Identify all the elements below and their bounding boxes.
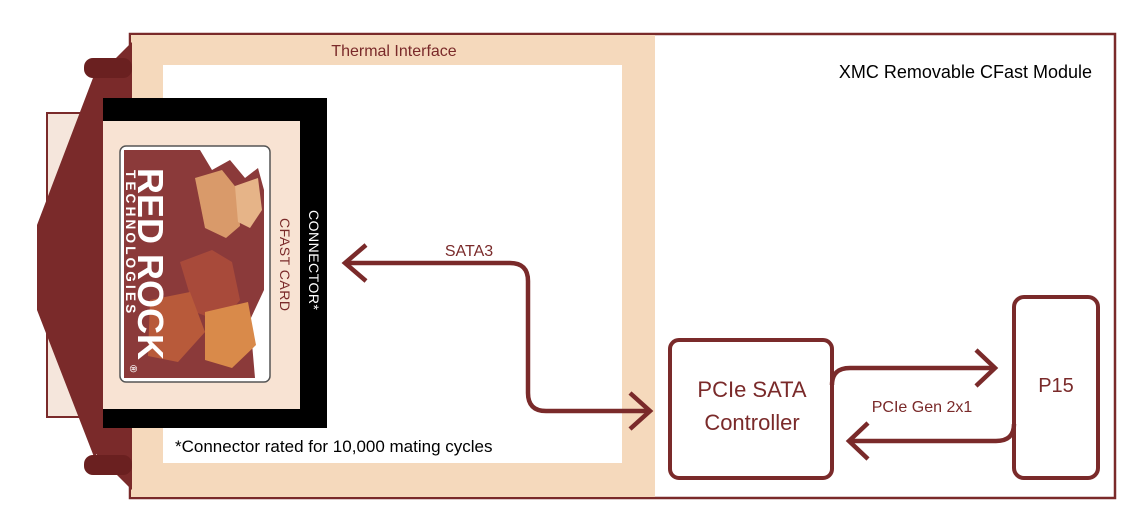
card-logo-line1: RED ROCK (130, 168, 171, 360)
pcie-link (829, 365, 1017, 444)
card-logo-line2: TECHNOLOGIES (123, 170, 138, 316)
sata-arrow (345, 260, 648, 414)
pcie-arrowhead-right (974, 348, 999, 388)
footnote: *Connector rated for 10,000 mating cycle… (175, 437, 493, 456)
pcie-label: PCIe Gen 2x1 (872, 399, 973, 416)
sata-arrowhead-left (341, 243, 368, 283)
sata-arrowhead-right (628, 391, 654, 431)
cfast-card-label: CFAST CARD (277, 218, 293, 311)
sata-label: SATA3 (445, 243, 493, 260)
bracket-screw-top (84, 58, 132, 78)
p15-box (1012, 295, 1100, 480)
controller-label-line1: PCIe SATA (697, 377, 807, 402)
controller-box (668, 338, 834, 480)
p15-label: P15 (1038, 375, 1074, 397)
connector-label: CONNECTOR* (306, 210, 322, 310)
thermal-interface-label: Thermal Interface (331, 43, 456, 60)
card-logo-art (124, 150, 266, 378)
bracket-screw-bottom (84, 455, 132, 475)
controller-label-line2: Controller (704, 410, 799, 435)
pcie-arrowhead-left (845, 421, 870, 461)
card-logo-registered: ® (127, 365, 138, 373)
module-title: XMC Removable CFast Module (839, 62, 1092, 82)
